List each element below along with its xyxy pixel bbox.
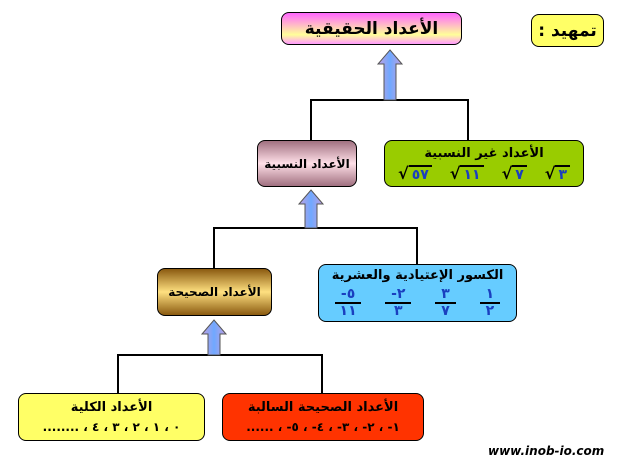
real-numbers-label: الأعداد الحقيقية bbox=[304, 18, 439, 39]
intro-box: تمهيد : bbox=[531, 14, 604, 47]
integers-label: الأعداد الصحيحة bbox=[168, 285, 261, 299]
footer-url: www.inob-io.com bbox=[488, 444, 605, 458]
fraction: ٢-٣ bbox=[385, 287, 412, 319]
root-value: ١١ bbox=[460, 164, 484, 183]
arrow-up-icon bbox=[376, 49, 404, 101]
root-value: ٣ bbox=[555, 164, 570, 183]
root: √٣ bbox=[544, 163, 570, 183]
real-numbers-box: الأعداد الحقيقية bbox=[281, 12, 462, 45]
fraction: ٥-١١ bbox=[334, 287, 362, 319]
integers-box: الأعداد الصحيحة bbox=[157, 268, 272, 316]
root-value: ٧ bbox=[512, 164, 527, 183]
arrow-up-icon bbox=[297, 189, 325, 229]
whole-numbers-label: الأعداد الكلية bbox=[70, 400, 153, 415]
sqrt-icon: √ bbox=[398, 163, 409, 183]
irrational-box: الأعداد غير النسبية √٣ √٧ √١١ √٥٧ bbox=[384, 140, 584, 187]
sqrt-icon: √ bbox=[544, 163, 556, 183]
root: √٧ bbox=[501, 163, 527, 183]
sqrt-icon: √ bbox=[449, 163, 461, 183]
root: √٥٧ bbox=[398, 163, 432, 183]
negative-integers-values: ١- ، ٢- ، ٣- ، ٤- ، ٥- ، ...... bbox=[246, 420, 400, 434]
rational-label: الأعداد النسبية bbox=[264, 156, 350, 171]
whole-numbers-values: ٠ ، ١ ، ٢ ، ٣ ، ٤ ، ........ bbox=[42, 420, 181, 434]
negative-integers-box: الأعداد الصحيحة السالبة ١- ، ٢- ، ٣- ، ٤… bbox=[222, 393, 424, 441]
root-value: ٥٧ bbox=[408, 164, 432, 183]
fractions-label: الكسور الإعتيادية والعشرية bbox=[331, 268, 504, 283]
intro-label: تمهيد : bbox=[538, 20, 597, 41]
root: √١١ bbox=[449, 163, 484, 183]
negative-integers-label: الأعداد الصحيحة السالبة bbox=[247, 400, 399, 415]
sqrt-icon: √ bbox=[501, 163, 513, 183]
arrow-up-icon bbox=[200, 319, 228, 356]
rational-box: الأعداد النسبية bbox=[257, 140, 357, 187]
irrational-label: الأعداد غير النسبية bbox=[424, 145, 544, 161]
whole-numbers-box: الأعداد الكلية ٠ ، ١ ، ٢ ، ٣ ، ٤ ، .....… bbox=[18, 393, 205, 441]
